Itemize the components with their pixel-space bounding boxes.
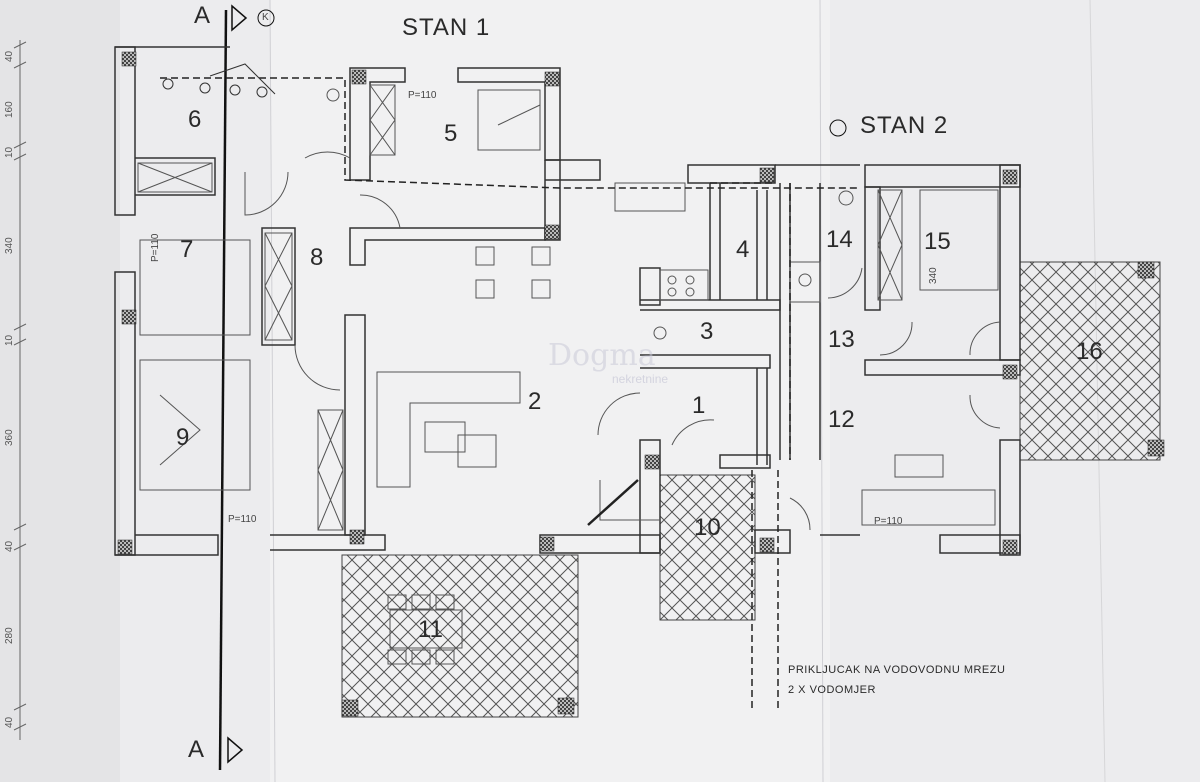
room-3: 3 xyxy=(700,318,714,345)
height-label-room5: P=110 xyxy=(408,90,437,101)
dimension-label-room15: 340 xyxy=(928,267,939,284)
room-13: 13 xyxy=(828,326,855,353)
room-11: 11 xyxy=(418,616,443,643)
dim-label: 340 xyxy=(4,237,15,254)
stan1-title: STAN 1 xyxy=(402,14,491,41)
columns xyxy=(117,51,1165,717)
room-1: 1 xyxy=(692,392,706,419)
room-15: 15 xyxy=(924,228,951,255)
room-12: 12 xyxy=(828,406,855,433)
room-16: 16 xyxy=(1076,338,1103,365)
room-6: 6 xyxy=(188,106,202,133)
marker-label-1: K xyxy=(262,12,269,23)
dim-label: 40 xyxy=(4,540,15,552)
dim-label: 360 xyxy=(4,429,15,446)
water-note-line2: 2 X VODOMJER xyxy=(788,684,876,696)
room-9: 9 xyxy=(176,424,190,451)
room-14: 14 xyxy=(826,226,853,253)
walls xyxy=(114,46,1021,556)
dim-label: 40 xyxy=(4,50,15,62)
furniture xyxy=(137,84,1001,665)
room-10: 10 xyxy=(694,514,721,541)
height-label-room9: P=110 xyxy=(228,514,257,525)
section-label-bottom: A xyxy=(188,736,205,763)
dim-label: 10 xyxy=(4,146,15,158)
section-line xyxy=(218,4,847,771)
dim-label: 40 xyxy=(4,716,15,728)
height-label-room12: P=110 xyxy=(874,516,903,527)
room-4: 4 xyxy=(736,236,750,263)
stan2-title: STAN 2 xyxy=(860,112,949,139)
dimension-line xyxy=(13,40,27,740)
dim-label: 10 xyxy=(4,334,15,346)
dim-label: 280 xyxy=(4,627,15,644)
dim-label: 160 xyxy=(4,101,15,118)
height-label-room7: P=110 xyxy=(150,233,161,262)
terraces xyxy=(341,261,1161,718)
water-note-line1: PRIKLJUCAK NA VODOVODNU MREZU xyxy=(788,664,1006,676)
watermark-sub: nekretnine xyxy=(612,372,669,386)
section-label-top: A xyxy=(194,2,211,29)
service-lines xyxy=(160,77,860,710)
watermark-brand: Dogma xyxy=(548,338,656,373)
fixtures xyxy=(162,63,276,98)
room-2: 2 xyxy=(528,388,542,415)
room-8: 8 xyxy=(310,244,324,271)
room-5: 5 xyxy=(444,120,458,147)
room-7: 7 xyxy=(180,236,194,263)
